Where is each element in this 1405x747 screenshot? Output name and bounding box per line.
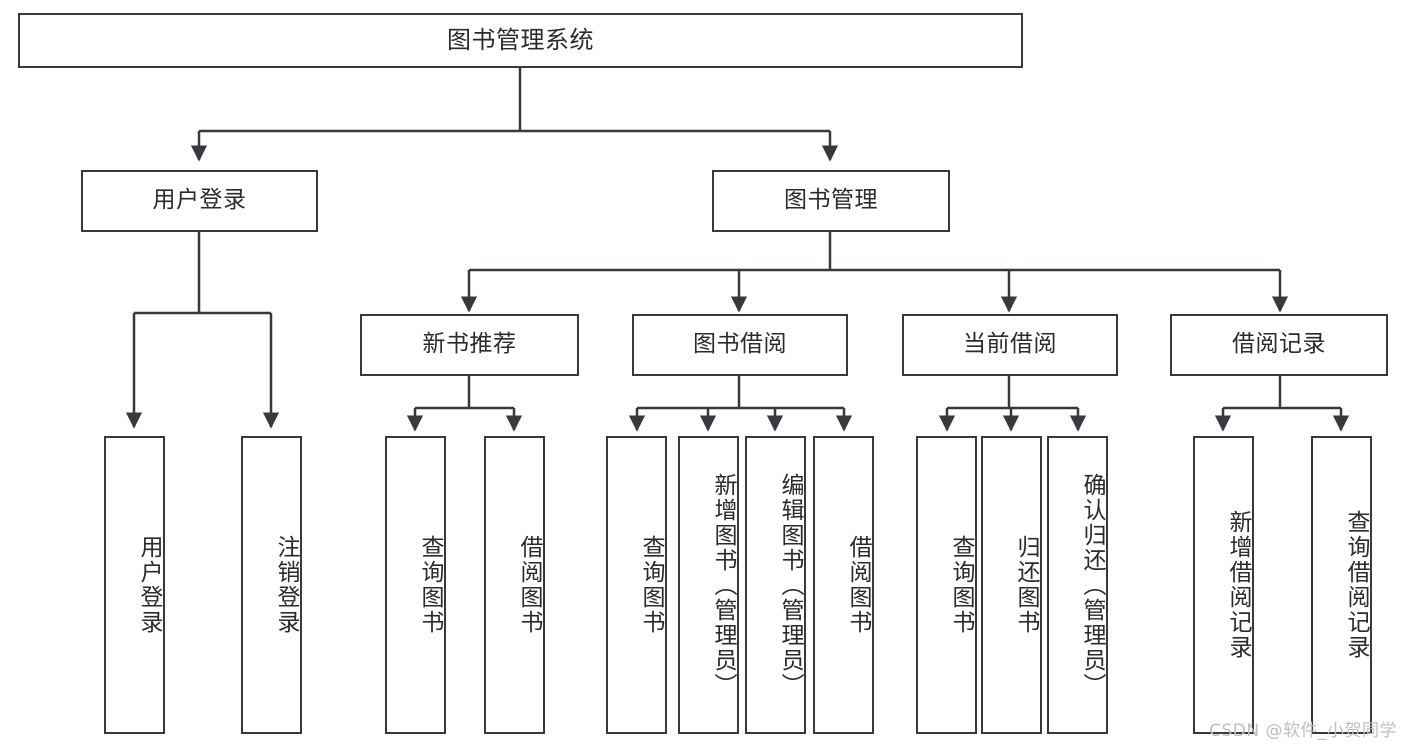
leaf-new-book-query[interactable]: 查询图书 [385, 436, 446, 734]
leaf-borrow-query-book[interactable]: 查询图书 [606, 436, 667, 734]
node-root-system[interactable]: 图书管理系统 [18, 13, 1023, 68]
node-label: 查询图书 [948, 535, 974, 635]
node-book-borrow[interactable]: 图书借阅 [632, 314, 848, 376]
leaf-borrow-edit-book-admin[interactable]: 编辑图书（管理员） [745, 436, 806, 734]
leaf-current-query-book[interactable]: 查询图书 [916, 436, 977, 734]
node-label: 新增借阅记录 [1225, 510, 1251, 660]
node-label: 借阅记录 [1232, 331, 1326, 358]
leaf-current-return-book[interactable]: 归还图书 [981, 436, 1042, 734]
node-label: 确认归还（管理员） [1079, 472, 1105, 698]
node-current-borrow[interactable]: 当前借阅 [902, 314, 1118, 376]
node-label: 查询借阅记录 [1343, 510, 1369, 660]
node-label: 编辑图书（管理员） [777, 472, 803, 698]
leaf-user-login-logout[interactable]: 注销登录 [241, 436, 302, 734]
leaf-record-add-record[interactable]: 新增借阅记录 [1193, 436, 1254, 734]
leaf-user-login-login[interactable]: 用户登录 [104, 436, 165, 734]
leaf-borrow-add-book-admin[interactable]: 新增图书（管理员） [678, 436, 739, 734]
node-new-book-recommend[interactable]: 新书推荐 [360, 314, 579, 376]
node-label: 当前借阅 [963, 331, 1057, 358]
node-label: 注销登录 [273, 535, 299, 635]
leaf-current-confirm-return-admin[interactable]: 确认归还（管理员） [1047, 436, 1108, 734]
node-label: 新增图书（管理员） [710, 472, 736, 698]
node-label: 图书管理系统 [447, 26, 594, 55]
node-label: 查询图书 [638, 535, 664, 635]
node-label: 图书借阅 [693, 331, 787, 358]
leaf-new-book-borrow[interactable]: 借阅图书 [484, 436, 545, 734]
watermark-text: CSDN @软件_小贺同学 [1209, 721, 1397, 741]
node-label: 图书管理 [784, 187, 878, 214]
node-user-login[interactable]: 用户登录 [81, 170, 318, 232]
node-label: 归还图书 [1013, 535, 1039, 635]
node-label: 查询图书 [417, 535, 443, 635]
node-label: 用户登录 [152, 187, 247, 214]
node-label: 借阅图书 [516, 535, 542, 635]
node-label: 借阅图书 [845, 535, 871, 635]
leaf-borrow-borrow-book[interactable]: 借阅图书 [813, 436, 874, 734]
node-borrow-record[interactable]: 借阅记录 [1170, 314, 1388, 376]
node-label: 用户登录 [136, 535, 162, 635]
node-label: 新书推荐 [422, 331, 517, 358]
node-book-management[interactable]: 图书管理 [712, 170, 950, 232]
leaf-record-query-record[interactable]: 查询借阅记录 [1311, 436, 1372, 734]
